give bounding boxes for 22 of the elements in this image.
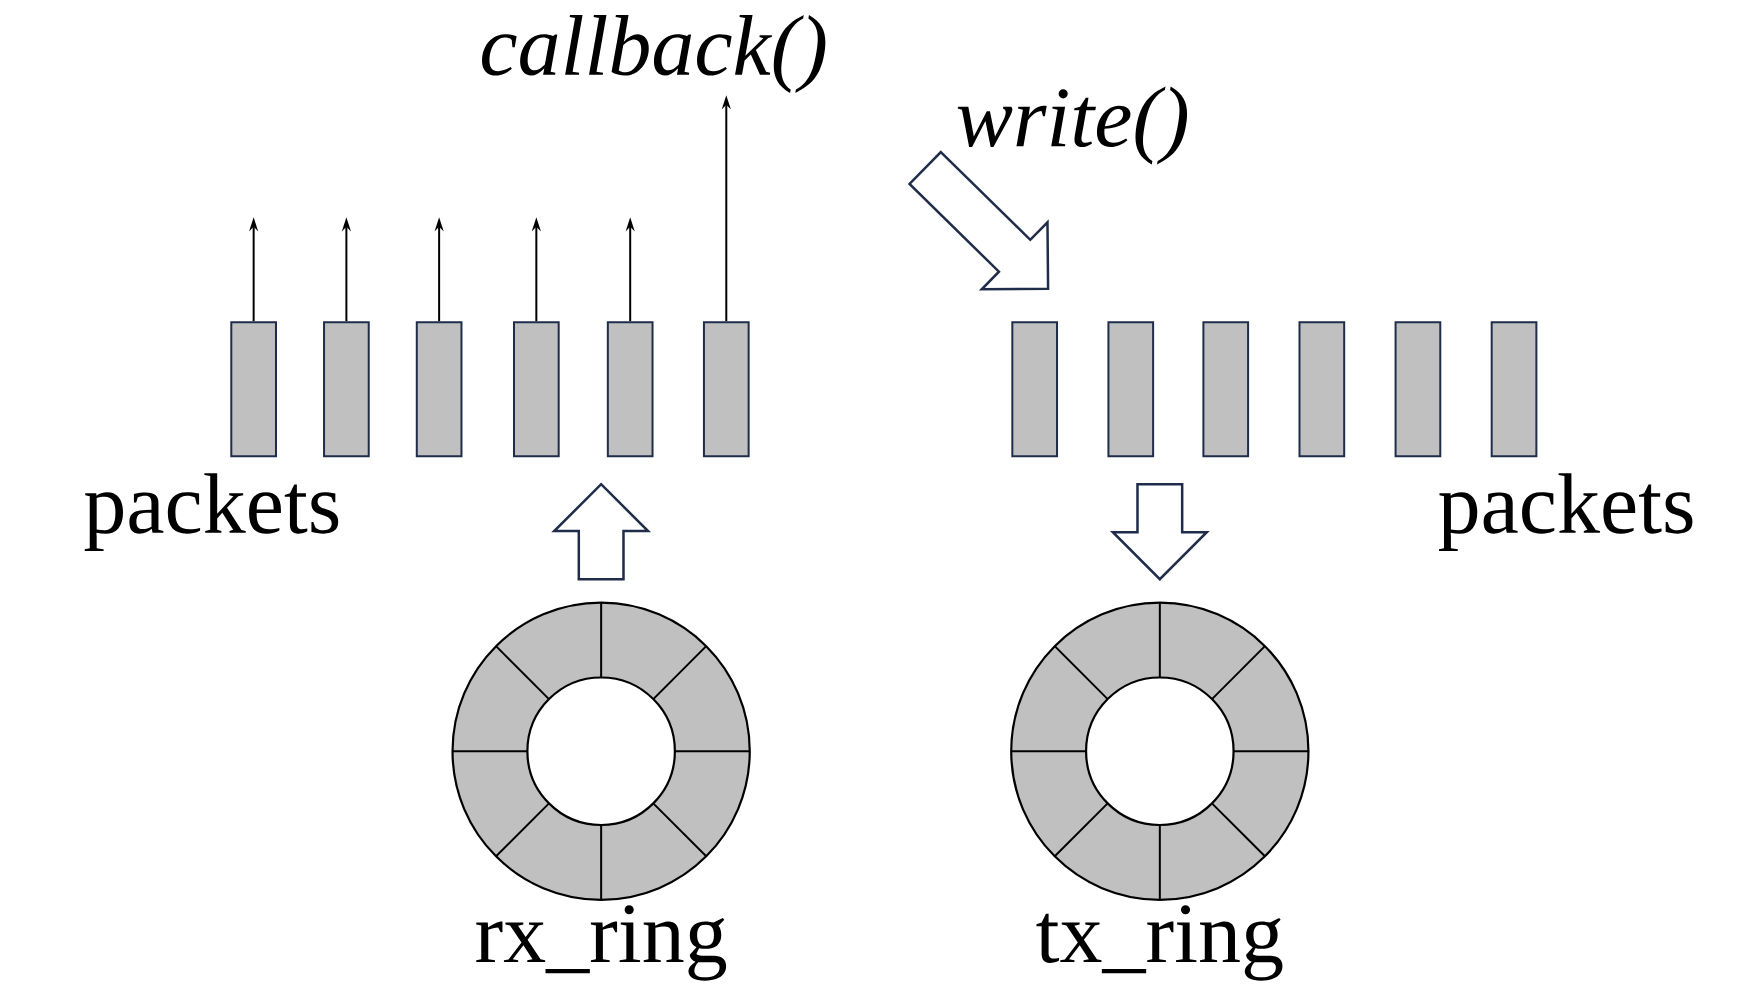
ring-label: packets xyxy=(84,473,339,552)
packet-slot xyxy=(230,321,277,458)
ring-buffer-drawing: tx_ring xyxy=(1010,601,1310,981)
packet-slot xyxy=(606,321,654,458)
node-label: tx_ring xyxy=(1036,905,1283,981)
function-label: callback() xyxy=(482,15,826,93)
block-arrow xyxy=(551,482,652,581)
node-label: rx_ring xyxy=(476,905,727,981)
packet-slot xyxy=(1490,321,1538,458)
ring-label: packets xyxy=(1439,473,1693,552)
block-arrow xyxy=(1109,482,1210,581)
packet-slot xyxy=(1394,321,1442,458)
packet-slot xyxy=(415,321,463,458)
packet-slot xyxy=(323,321,370,458)
packet-slot xyxy=(513,321,560,458)
packet-slot xyxy=(1298,321,1346,458)
function-label: write() xyxy=(957,86,1188,165)
ring-buffer-drawing: rx_ring xyxy=(451,601,751,981)
packet-slot xyxy=(702,321,750,458)
packet-slot xyxy=(1202,321,1250,458)
packet-slot xyxy=(1107,321,1155,458)
packet-slot xyxy=(1011,321,1058,458)
